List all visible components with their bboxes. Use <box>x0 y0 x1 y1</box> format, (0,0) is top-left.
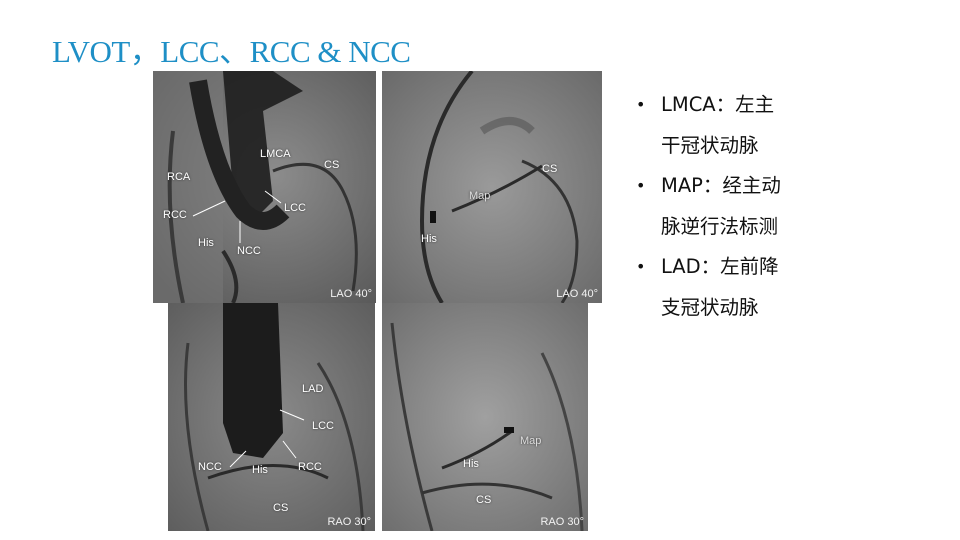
label-ncc: NCC <box>237 245 261 257</box>
fluoro-image-graphic <box>382 71 602 303</box>
label-his: His <box>463 458 479 470</box>
label-cs: CS <box>476 494 492 506</box>
fluoro-image-graphic <box>168 303 375 531</box>
label-lmca: LMCA <box>260 148 291 160</box>
view-angle: LAO 40° <box>556 288 598 300</box>
label-map: Map <box>520 435 542 447</box>
label-cs: CS <box>324 159 340 171</box>
view-angle: RAO 30° <box>540 516 584 528</box>
label-cs: CS <box>542 163 558 175</box>
label-his: His <box>252 464 268 476</box>
bullet-text: LMCA：左主干冠状动脉 <box>661 93 775 157</box>
label-rcc: RCC <box>163 209 187 221</box>
view-angle: LAO 40° <box>330 288 372 300</box>
bullet-text: LAD：左前降支冠状动脉 <box>661 255 779 319</box>
label-lcc: LCC <box>284 202 307 214</box>
label-lad: LAD <box>302 383 324 395</box>
bullet-item: • LMCA：左主干冠状动脉 <box>636 84 806 166</box>
fluoro-image-top-left: RCA LMCA CS RCC LCC His NCC LAO 40° <box>153 71 376 303</box>
bullet-dot-icon: • <box>636 95 646 114</box>
fluoro-image-top-right: CS Map His LAO 40° <box>382 71 602 303</box>
label-cs: CS <box>273 502 289 514</box>
label-rca: RCA <box>167 171 191 183</box>
bullet-text: MAP：经主动脉逆行法标测 <box>661 174 781 238</box>
bullet-dot-icon: • <box>636 176 646 195</box>
view-angle: RAO 30° <box>327 516 371 528</box>
label-lcc: LCC <box>312 420 335 432</box>
fluoro-image-graphic <box>153 71 376 303</box>
bullet-item: • LAD：左前降支冠状动脉 <box>636 246 806 328</box>
fluoro-image-graphic <box>382 303 588 531</box>
label-rcc: RCC <box>298 461 322 473</box>
label-his: His <box>421 233 437 245</box>
fluoro-image-bottom-right: Map His CS RAO 30° <box>382 303 588 531</box>
label-map: Map <box>469 190 491 202</box>
fluoro-image-bottom-left: LAD LCC NCC His RCC CS RAO 30° <box>168 303 375 531</box>
bullet-item: • MAP：经主动脉逆行法标测 <box>636 165 806 247</box>
bullet-dot-icon: • <box>636 257 646 276</box>
slide-title: LVOT，LCC、RCC & NCC <box>52 34 411 69</box>
label-ncc: NCC <box>198 461 222 473</box>
label-his: His <box>198 237 214 249</box>
bullet-list: • LMCA：左主干冠状动脉 • MAP：经主动脉逆行法标测 • LAD：左前降… <box>636 84 806 327</box>
